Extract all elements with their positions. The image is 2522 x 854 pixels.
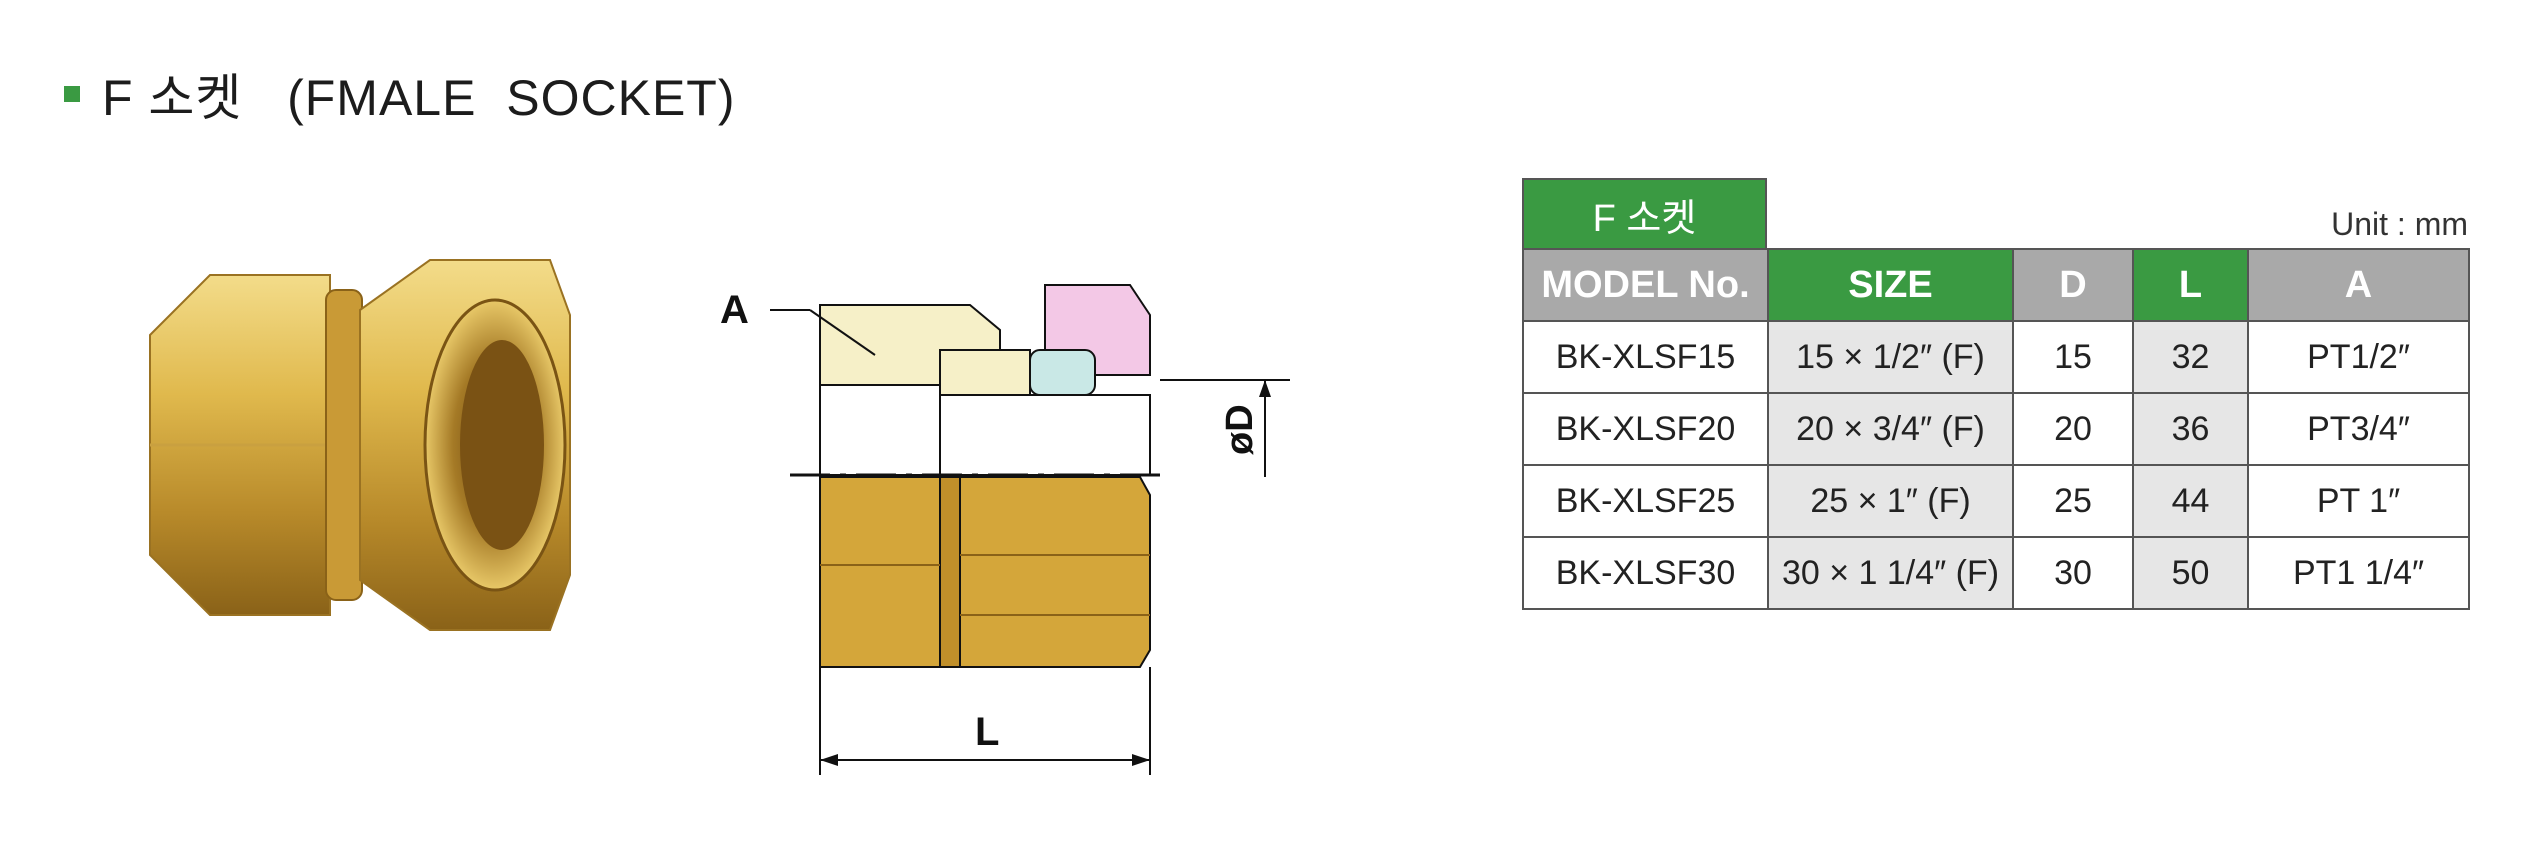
label-a: A <box>720 288 749 332</box>
label-d: øD <box>1219 404 1261 455</box>
table-row: BK-XLSF25 25 × 1″ (F) 25 44 PT 1″ <box>1522 464 2470 538</box>
brass-socket-photo <box>149 259 571 631</box>
col-header-model: MODEL No. <box>1522 248 1769 322</box>
cell-d: 25 <box>2012 464 2134 538</box>
cell-a: PT 1″ <box>2247 464 2470 538</box>
col-header-size: SIZE <box>1767 248 2014 322</box>
cell-size: 15 × 1/2″ (F) <box>1767 320 2014 394</box>
cell-l: 44 <box>2132 464 2249 538</box>
cell-model: BK-XLSF20 <box>1522 392 1769 466</box>
cell-l: 32 <box>2132 320 2249 394</box>
table-row: BK-XLSF15 15 × 1/2″ (F) 15 32 PT1/2″ <box>1522 320 2470 394</box>
col-header-a: A <box>2247 248 2470 322</box>
cell-size: 30 × 1 1/4″ (F) <box>1767 536 2014 610</box>
socket-section-drawing: A øD L <box>720 284 1290 775</box>
col-header-d: D <box>2012 248 2134 322</box>
cell-d: 30 <box>2012 536 2134 610</box>
page-header: F 소켓 (FMALE SOCKET) <box>64 64 735 126</box>
cell-size: 25 × 1″ (F) <box>1767 464 2014 538</box>
cell-a: PT3/4″ <box>2247 392 2470 466</box>
cell-a: PT1 1/4″ <box>2247 536 2470 610</box>
spec-table: MODEL No. SIZE D L A BK-XLSF15 15 × 1/2″… <box>1522 248 2470 610</box>
cell-d: 20 <box>2012 392 2134 466</box>
unit-label: Unit : mm <box>2331 206 2468 242</box>
cell-model: BK-XLSF25 <box>1522 464 1769 538</box>
cell-model: BK-XLSF30 <box>1522 536 1769 610</box>
table-row: BK-XLSF30 30 × 1 1/4″ (F) 30 50 PT1 1/4″ <box>1522 536 2470 610</box>
page-title: F 소켓 (FMALE SOCKET) <box>102 70 736 126</box>
cell-d: 15 <box>2012 320 2134 394</box>
cell-l: 50 <box>2132 536 2249 610</box>
table-tag: F 소켓 <box>1522 178 1767 250</box>
table-row: BK-XLSF20 20 × 3/4″ (F) 20 36 PT3/4″ <box>1522 392 2470 466</box>
green-square-bullet-icon <box>64 86 80 102</box>
cell-size: 20 × 3/4″ (F) <box>1767 392 2014 466</box>
cell-model: BK-XLSF15 <box>1522 320 1769 394</box>
label-l: L <box>975 710 999 754</box>
col-header-l: L <box>2132 248 2249 322</box>
table-header-row: MODEL No. SIZE D L A <box>1522 248 2470 322</box>
cell-l: 36 <box>2132 392 2249 466</box>
cell-a: PT1/2″ <box>2247 320 2470 394</box>
